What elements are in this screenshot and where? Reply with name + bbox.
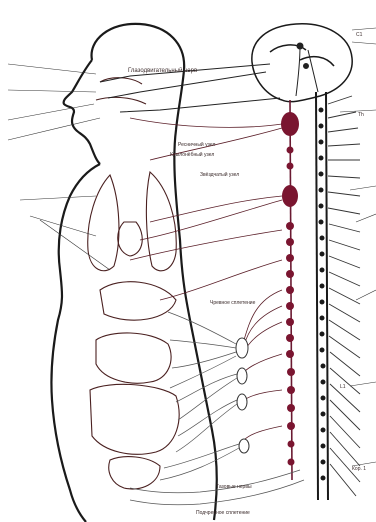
chain-ganglion bbox=[286, 254, 294, 262]
spinal-cord bbox=[316, 92, 328, 500]
sympathetic-ganglia bbox=[281, 112, 299, 466]
label-co: Кор. 1 bbox=[352, 466, 366, 472]
label-l1: L1 bbox=[340, 384, 346, 390]
hypogastric-ganglion bbox=[239, 439, 249, 453]
heart bbox=[118, 222, 143, 256]
label-star-ganglion: Звёздчатый узел bbox=[200, 171, 239, 178]
chain-ganglion bbox=[287, 368, 295, 376]
bladder bbox=[109, 457, 160, 489]
liver-stomach bbox=[100, 282, 176, 320]
superior-mesenteric-ganglion bbox=[237, 368, 247, 384]
chain-ganglion bbox=[286, 222, 294, 230]
internal-organs bbox=[88, 78, 179, 489]
body-outline bbox=[51, 24, 216, 522]
label-pterygopalatine: Крылонёбный узел bbox=[170, 151, 214, 158]
label-th: Th bbox=[358, 112, 364, 118]
label-oculomotor: Глазодвигательный нерв bbox=[128, 67, 197, 74]
brain-outline bbox=[252, 24, 352, 102]
intestines-upper bbox=[96, 333, 171, 383]
chain-ganglion bbox=[288, 441, 295, 448]
visceral-connections bbox=[130, 118, 282, 440]
label-ciliary: Ресничный узел bbox=[178, 141, 215, 148]
chain-ganglion bbox=[286, 286, 294, 294]
chain-ganglion bbox=[286, 270, 294, 278]
chain-ganglion bbox=[288, 459, 295, 466]
spinal-segments bbox=[319, 108, 326, 481]
prevertebral-ganglia bbox=[236, 338, 249, 453]
chain-ganglion bbox=[287, 404, 295, 412]
chain-ganglion bbox=[286, 302, 294, 310]
left-lung bbox=[88, 175, 119, 271]
leader-lines bbox=[8, 28, 376, 466]
chain-ganglion bbox=[287, 386, 295, 394]
chain-ganglion bbox=[287, 163, 294, 170]
label-solar-plexus: Чревное сплетение bbox=[210, 300, 256, 306]
chain-ganglion bbox=[287, 422, 295, 430]
label-c1: C1 bbox=[356, 32, 363, 38]
label-pelvic-nerves: Тазовые нервы bbox=[216, 484, 252, 490]
chain-ganglion bbox=[286, 238, 294, 246]
spinal-nerves bbox=[328, 96, 360, 496]
chain-ganglion bbox=[286, 350, 294, 358]
intestines-lower bbox=[90, 384, 179, 454]
label-hypogastric: Подчревное сплетение bbox=[196, 510, 250, 516]
inferior-mesenteric-ganglion bbox=[237, 394, 247, 410]
stellate-ganglion bbox=[282, 185, 298, 207]
superior-cervical-ganglion bbox=[281, 112, 299, 136]
chain-ganglion bbox=[286, 334, 294, 342]
chain-ganglion bbox=[286, 318, 294, 326]
celiac-ganglion bbox=[236, 338, 248, 358]
chain-ganglion bbox=[287, 147, 294, 154]
